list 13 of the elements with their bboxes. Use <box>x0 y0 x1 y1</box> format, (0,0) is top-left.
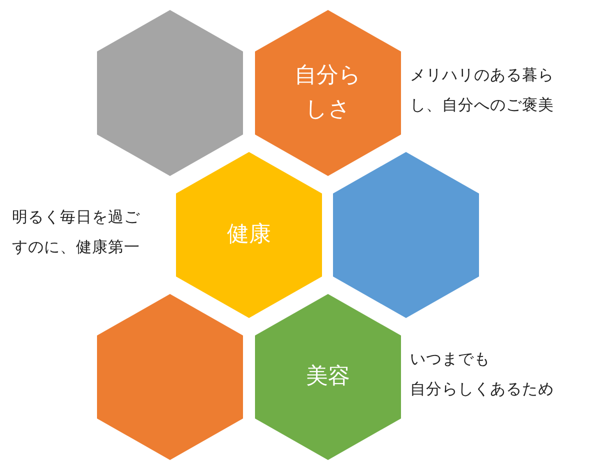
hexagon <box>176 152 322 318</box>
hexagon-label: 美容 <box>305 363 351 391</box>
hexagon <box>255 10 401 176</box>
hexagon <box>97 294 243 460</box>
note-text: いつまでも <box>410 349 491 370</box>
hexagon <box>255 294 401 460</box>
hexagon <box>97 10 243 176</box>
note-text: メリハリのある暮らし、自分へのご褒美 <box>410 65 555 116</box>
note-text: 自分らしくあるため <box>410 379 555 400</box>
note-text: 明るく毎日を過ごすのに、健康第一 <box>12 207 141 258</box>
hexagon-label: 健康 <box>226 221 272 249</box>
hexagon-label: 自分らしさ <box>294 62 362 124</box>
hexagon <box>333 152 479 318</box>
